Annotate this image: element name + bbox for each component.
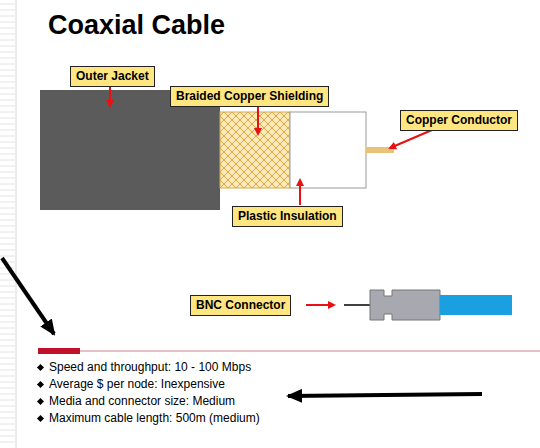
bullet-item: Media and connector size: Medium bbox=[36, 393, 260, 410]
bullet-diamond bbox=[37, 415, 44, 422]
slide-title: Coaxial Cable bbox=[48, 10, 225, 41]
callout-box: Outer Jacket bbox=[70, 66, 155, 87]
bullet-item: Maximum cable length: 500m (medium) bbox=[36, 410, 260, 427]
callout-text: Copper Conductor bbox=[406, 113, 512, 127]
callout-box: Plastic Insulation bbox=[232, 206, 343, 227]
callout-text: BNC Connector bbox=[196, 298, 285, 312]
bullet-diamond bbox=[37, 398, 44, 405]
callout-text: Braided Copper Shielding bbox=[176, 89, 323, 103]
bullet-item: Speed and throughput: 10 - 100 Mbps bbox=[36, 359, 260, 376]
callout-text: Plastic Insulation bbox=[238, 209, 337, 223]
bullet-diamond bbox=[37, 364, 44, 371]
callout-text: Outer Jacket bbox=[76, 69, 149, 83]
bullet-diamond bbox=[37, 381, 44, 388]
callout-box: BNC Connector bbox=[190, 295, 291, 316]
bullet-list: Speed and throughput: 10 - 100 MbpsAvera… bbox=[36, 359, 260, 427]
callout-box: Copper Conductor bbox=[400, 110, 518, 131]
callout-box: Braided Copper Shielding bbox=[170, 86, 329, 107]
bullet-item: Average $ per node: Inexpensive bbox=[36, 376, 260, 393]
